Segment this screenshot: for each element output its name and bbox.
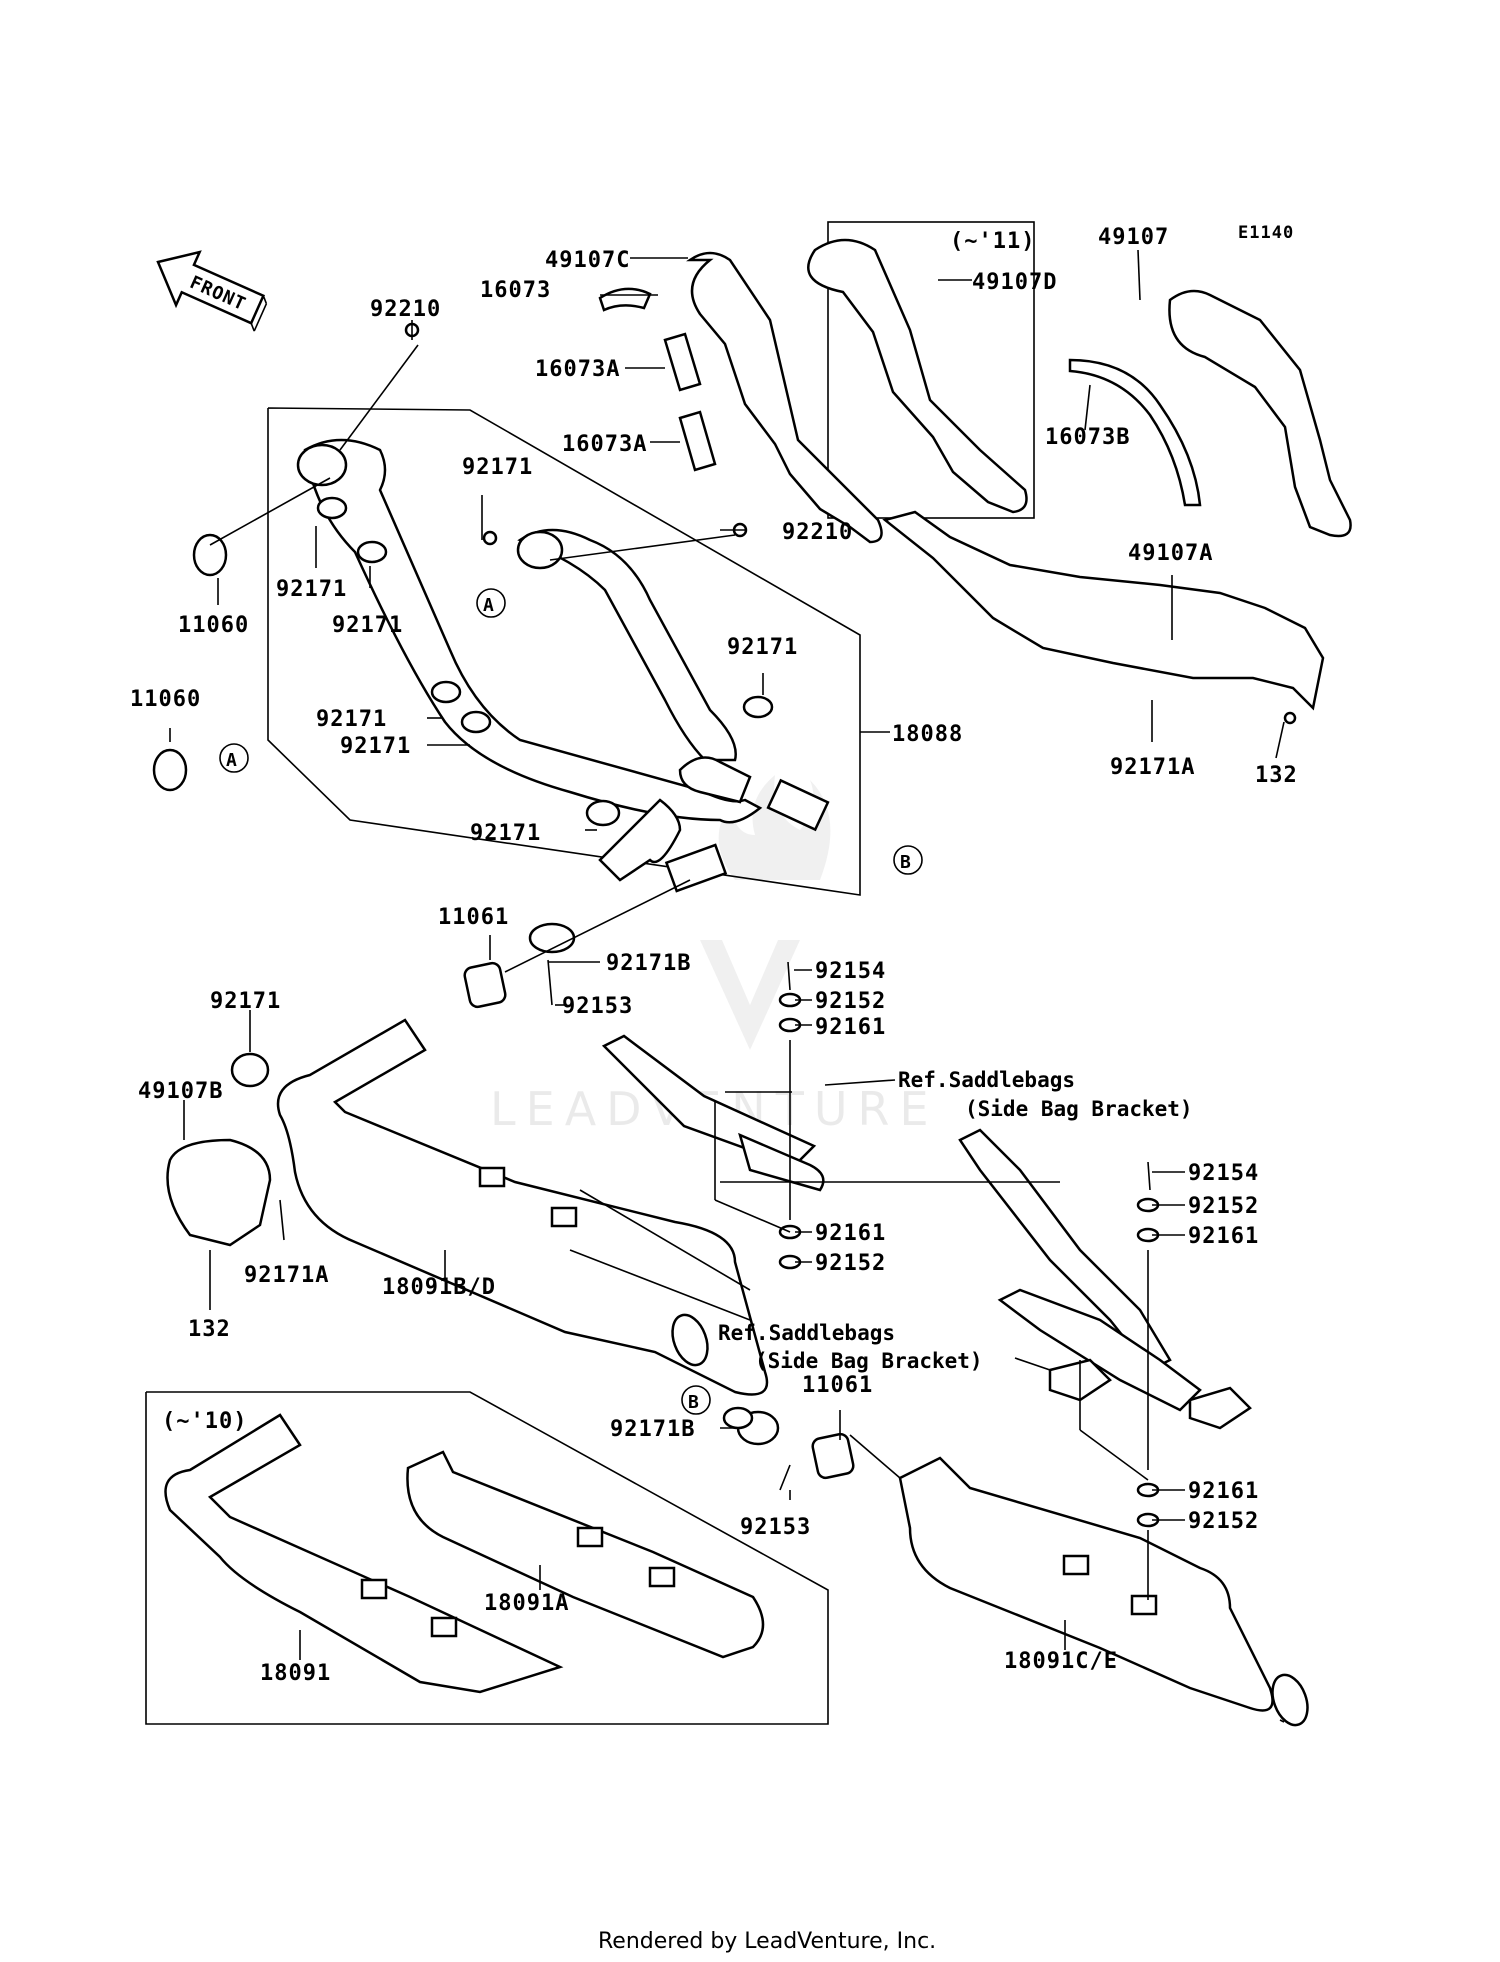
- box-upto10-mufflers: [145, 1391, 829, 1725]
- exhaust-pipe-18088: [296, 438, 830, 893]
- svg-text:A: A: [483, 595, 495, 616]
- part-label: 92161: [815, 1221, 886, 1246]
- heat-shield-16073b: [1068, 358, 1202, 507]
- part-label: 16073A: [562, 432, 647, 457]
- part-label: 18088: [892, 722, 963, 747]
- part-label: 18091B/D: [382, 1275, 496, 1300]
- gaskets: [152, 533, 855, 1480]
- part-label: 92161: [815, 1015, 886, 1040]
- part-label: 92171: [332, 613, 403, 638]
- ref-saddlebags-1-line2: (Side Bag Bracket): [965, 1097, 1193, 1121]
- part-label: 92171: [462, 455, 533, 480]
- muffler-18091a: [406, 1450, 765, 1659]
- part-label: 92171B: [606, 951, 691, 976]
- muffler-18091bd: [276, 1018, 769, 1396]
- part-label: 92153: [562, 994, 633, 1019]
- front-arrow-icon: FRONT: [156, 250, 268, 332]
- callout-b-2: B: [681, 1385, 711, 1415]
- footer-rendered-by: Rendered by LeadVenture, Inc.: [598, 1929, 936, 1954]
- part-label: 11061: [438, 905, 509, 930]
- part-label: 11060: [130, 687, 201, 712]
- heat-cover-49107a: [882, 510, 1325, 711]
- part-label: 16073A: [535, 357, 620, 382]
- part-label: 16073B: [1045, 425, 1130, 450]
- part-label: 132: [188, 1317, 231, 1342]
- part-label: 92154: [815, 959, 886, 984]
- part-label: 18091: [260, 1661, 331, 1686]
- part-label: 92154: [1188, 1161, 1259, 1186]
- part-label: 92152: [815, 1251, 886, 1276]
- part-label: 49107A: [1128, 541, 1213, 566]
- muffler-18091ce: [898, 1456, 1309, 1727]
- year-note-upto-10: (~'10): [162, 1409, 247, 1434]
- leader-lines: [169, 249, 1285, 1660]
- svg-text:B: B: [688, 1392, 700, 1413]
- clamps: [230, 496, 780, 1446]
- heat-cover-49107d: [807, 238, 1028, 514]
- part-label: 92152: [815, 989, 886, 1014]
- part-label: 92210: [782, 520, 853, 545]
- part-label: 49107D: [972, 270, 1057, 295]
- diagram-code: E1140: [1238, 223, 1294, 243]
- part-label: 92152: [1188, 1194, 1259, 1219]
- heat-cover-49107: [1168, 289, 1352, 538]
- part-label: 49107: [1098, 225, 1169, 250]
- part-label: 49107C: [545, 248, 630, 273]
- part-label: 92210: [370, 297, 441, 322]
- part-label: 92171: [470, 821, 541, 846]
- heat-shield-16073a-2: [678, 410, 717, 472]
- part-label: 16073: [480, 278, 551, 303]
- heat-cover-49107c: [686, 251, 883, 544]
- part-label: 92161: [1188, 1224, 1259, 1249]
- part-label: 11061: [802, 1373, 873, 1398]
- part-label: 92171: [210, 989, 281, 1014]
- callout-a-1: A: [476, 588, 506, 618]
- saddlebag-bracket-2: [958, 1128, 1252, 1430]
- part-label: 18091C/E: [1004, 1649, 1118, 1674]
- part-label: 92171: [316, 707, 387, 732]
- ref-saddlebags-1-line1: Ref.Saddlebags: [898, 1068, 1075, 1092]
- part-label: 92161: [1188, 1479, 1259, 1504]
- ref-saddlebags-2-line2: (Side Bag Bracket): [755, 1349, 983, 1373]
- callout-a-2: A: [219, 743, 249, 773]
- part-label: 92152: [1188, 1509, 1259, 1534]
- box-49107d: [827, 221, 1035, 519]
- callout-b-1: B: [893, 845, 923, 875]
- part-label: 92171: [340, 734, 411, 759]
- part-label: 92153: [740, 1515, 811, 1540]
- part-label: 92171A: [244, 1263, 329, 1288]
- box-18088: [267, 407, 861, 896]
- part-label: 92171: [276, 577, 347, 602]
- part-label: 18091A: [484, 1591, 569, 1616]
- ref-saddlebags-2-line1: Ref.Saddlebags: [718, 1321, 895, 1345]
- svg-text:A: A: [226, 750, 238, 771]
- muffler-18091: [164, 1413, 564, 1694]
- part-labels: 49107C 49107D 49107 16073 16073A 16073A …: [130, 225, 1298, 1686]
- part-label: 92171B: [610, 1417, 695, 1442]
- heat-shield-16073: [598, 287, 652, 312]
- heat-shield-16073a-1: [663, 332, 702, 392]
- part-label: 92171: [727, 635, 798, 660]
- part-label: 49107B: [138, 1079, 223, 1104]
- part-label: 132: [1255, 763, 1298, 788]
- year-note-upto-11: (~'11): [950, 229, 1035, 254]
- svg-text:B: B: [900, 852, 912, 873]
- part-label: 11060: [178, 613, 249, 638]
- saddlebag-bracket-1: [601, 1034, 825, 1192]
- heat-cover-49107b: [166, 1138, 272, 1247]
- part-label: 92171A: [1110, 755, 1195, 780]
